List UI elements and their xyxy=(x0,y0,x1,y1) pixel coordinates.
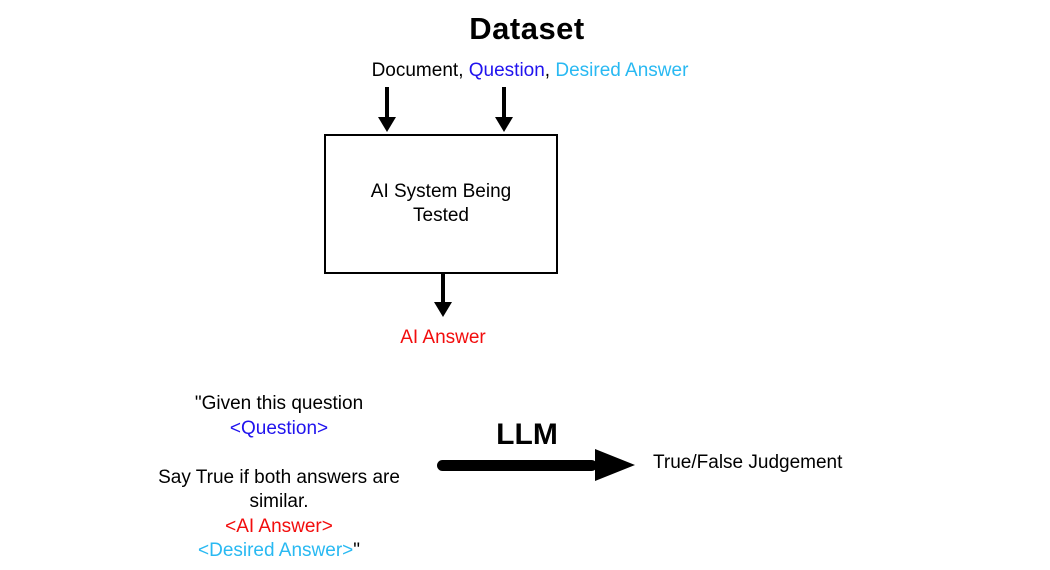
prompt-desired-answer-placeholder: <Desired Answer> xyxy=(198,540,354,561)
down-arrow-question-input xyxy=(495,87,513,132)
prompt-instruction-line2: similar. xyxy=(249,491,309,512)
llm-arrow-shaft xyxy=(437,460,597,471)
ai-system-box-label-line1: AI System Being xyxy=(370,181,512,202)
ai-system-box: AI System Being Tested xyxy=(324,134,558,274)
llm-arrow-head xyxy=(595,449,635,481)
field-document: Document xyxy=(371,60,459,81)
prompt-closing-quote: " xyxy=(353,540,360,561)
ai-answer-label: AI Answer xyxy=(400,327,486,348)
prompt-ai-answer-placeholder: <AI Answer> xyxy=(225,515,333,537)
judge-prompt-block: "Given this question <Question> Say True… xyxy=(128,392,430,564)
ai-system-box-label-line2: Tested xyxy=(413,205,469,226)
down-arrow-document-input xyxy=(378,87,396,132)
field-separator: , xyxy=(544,60,556,81)
prompt-desired-answer-line: <Desired Answer>" xyxy=(128,539,430,564)
prompt-blank-line xyxy=(128,441,430,466)
field-question: Question xyxy=(468,60,545,81)
down-arrow-ai-answer-output xyxy=(434,274,452,317)
prompt-question-placeholder: <Question> xyxy=(229,417,329,439)
prompt-instruction-line1: Say True if both answers are xyxy=(158,466,400,488)
field-separator: , xyxy=(458,60,469,81)
prompt-opening-line: "Given this question xyxy=(194,393,364,414)
dataset-fields-line: Document, Question, Desired Answer xyxy=(10,60,1050,82)
dataset-title: Dataset xyxy=(469,11,585,46)
field-desired-answer: Desired Answer xyxy=(555,60,689,81)
llm-label: LLM xyxy=(496,418,558,451)
judgement-label: True/False Judgement xyxy=(653,452,843,473)
